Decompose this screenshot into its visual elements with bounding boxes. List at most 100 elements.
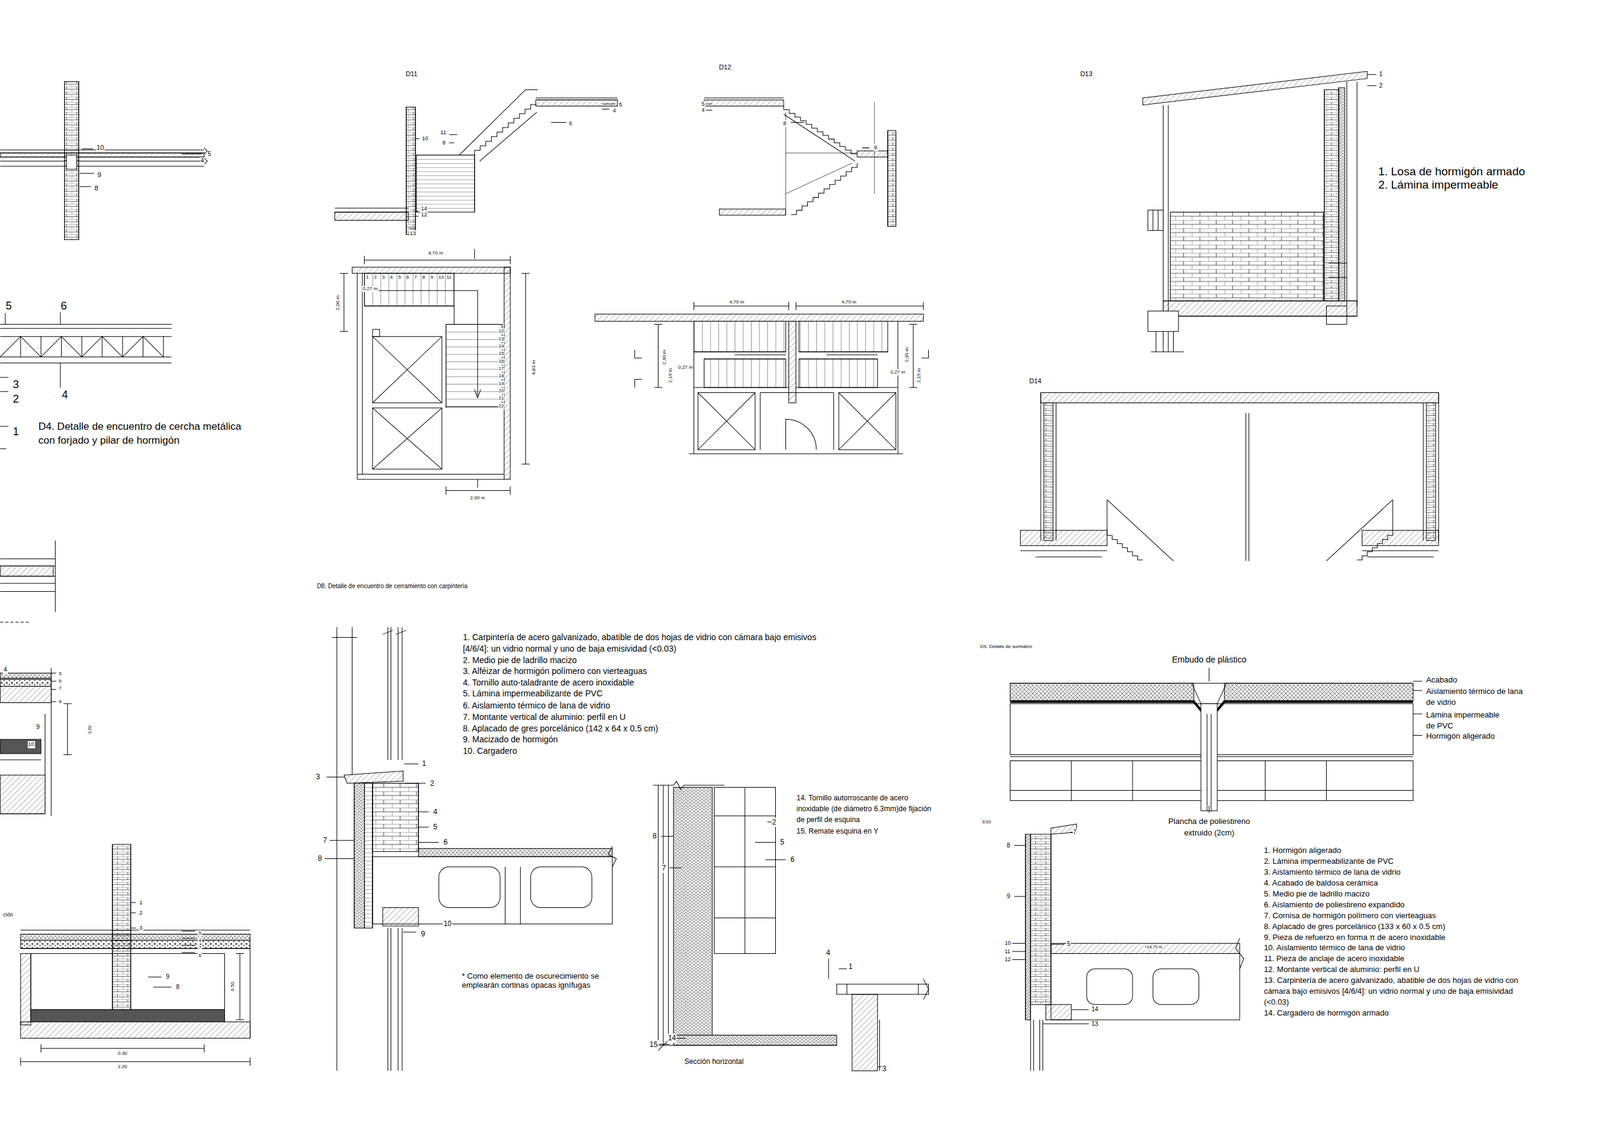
- drawing-line: [0, 71, 1439, 1071]
- callout-number: 10: [96, 143, 105, 153]
- step-number: 17: [498, 365, 505, 372]
- dimension: 0,27 m: [362, 286, 378, 293]
- section-d14: [1107, 500, 1393, 562]
- foundation-detail: [20, 1021, 251, 1039]
- legend-text: 1. Losa de hormigón armado: [1377, 164, 1526, 179]
- material-label: Aislamiento térmico de lana de vidrio: [1425, 686, 1527, 709]
- stair-plan-left: [372, 336, 443, 404]
- callout-number: 14: [667, 1034, 677, 1044]
- legend-text: 2. Lámina impermeabilizante de PVC: [1263, 856, 1395, 868]
- wall-section-d13: [1170, 212, 1324, 302]
- stair-plan-left: [377, 290, 481, 398]
- callout-number: 2: [1378, 82, 1384, 91]
- callout-number: 5: [207, 150, 213, 159]
- stair-section-d11: [535, 99, 618, 106]
- window-wall-section-d8: [387, 627, 403, 761]
- window-wall-section-d8: [504, 846, 617, 924]
- legend-text: 5. Medio pie de ladrillo macizo: [1263, 888, 1371, 900]
- note-text: * Como elemento de oscurecimiento se emp…: [461, 971, 623, 990]
- d4-joint-section: [0, 152, 204, 158]
- d4-joint-section: [0, 81, 207, 241]
- step-number: 18: [498, 373, 505, 380]
- section-d14: [1426, 402, 1436, 541]
- stair-plan-left: [339, 255, 530, 495]
- stair-plan-middle: [838, 393, 896, 450]
- dimension: 0,27 m: [890, 369, 906, 376]
- partial-slab-detail: [0, 622, 31, 623]
- stair-plan-middle: [595, 314, 924, 322]
- dimension: 0,27 m: [677, 364, 694, 371]
- stair-plan-left: [446, 324, 503, 407]
- wall-section-d13: [1163, 301, 1358, 317]
- callout-number: 4: [61, 388, 69, 403]
- callout-number: 8: [317, 854, 323, 864]
- foundation-detail: [20, 844, 251, 1067]
- legend-text: 1. Carpintería de acero galvanizado, aba…: [461, 631, 839, 655]
- foundation-detail: [30, 953, 225, 1010]
- window-wall-section-d8: [530, 867, 592, 908]
- callout-number: 9: [873, 144, 879, 152]
- callout-number: 2: [12, 392, 20, 407]
- callout-number: 1: [139, 899, 144, 907]
- window-wall-section-d8: [324, 764, 440, 933]
- cornice-detail-d10: [1030, 834, 1051, 1005]
- d4-joint-section: [79, 148, 208, 187]
- callout-number: 5: [4, 299, 13, 314]
- cornice-detail-d10: [1046, 1004, 1072, 1021]
- stair-plan-left: [357, 273, 505, 480]
- stair-section-d11: [459, 89, 539, 155]
- callout-number: 8: [93, 184, 99, 193]
- stair-section-d12: [703, 97, 896, 227]
- foundation-detail: [20, 940, 251, 949]
- callout-number: 10: [27, 741, 36, 748]
- stair-section-d11: [416, 112, 537, 213]
- dimension: 2,15 m: [667, 367, 674, 384]
- d4-truss: [0, 336, 164, 358]
- stair-section-d12: [887, 130, 896, 227]
- callout-number: 9: [165, 973, 170, 982]
- callout-number: 13: [1090, 1020, 1099, 1029]
- dimension: 4,70 m: [427, 250, 444, 257]
- callout-number: 10: [442, 919, 452, 929]
- partial-slab-detail: [0, 565, 54, 577]
- cornice-detail-d10: [1012, 832, 1090, 1025]
- callout-number: 12: [1004, 956, 1012, 964]
- material-label: Plancha de poliestireno extruido (2cm): [1154, 815, 1265, 839]
- callout-number: 4: [700, 107, 706, 114]
- step-number: 2: [373, 274, 377, 281]
- horizontal-section: [836, 984, 929, 995]
- stair-section-d12: [790, 163, 857, 215]
- stair-plan-middle: [688, 321, 903, 454]
- stair-plan-left: [372, 329, 380, 337]
- stair-plan-middle: [697, 393, 755, 450]
- cornice-detail-d10: [1030, 1020, 1043, 1071]
- legend-text: 10. Cargadero: [461, 745, 518, 758]
- drain-detail-d9: [1010, 683, 1414, 704]
- window-wall-section-d8: [324, 627, 617, 1072]
- material-label: Embudo de plástico: [1171, 654, 1247, 666]
- step-number: 6: [405, 274, 410, 281]
- stair-section-d11: [334, 212, 409, 221]
- window-wall-section-d8: [364, 783, 373, 929]
- step-number: 16: [498, 358, 505, 365]
- dimension: 1.20: [117, 1064, 129, 1071]
- dimension: 2,00 m: [469, 495, 486, 502]
- step-number: 8: [421, 274, 426, 281]
- callout-number: 13: [409, 230, 417, 238]
- callout-number: 9: [35, 723, 41, 732]
- wall-section-d13: [1150, 331, 1184, 352]
- callout-number: 4: [432, 807, 439, 817]
- callout-number: 10: [1004, 940, 1012, 947]
- callout-number: 1: [1378, 70, 1384, 79]
- window-wall-section-d8: [354, 783, 419, 929]
- legend-text: 3. Aislamiento térmico de lana de vidrio: [1263, 867, 1402, 879]
- step-number: 12: [498, 328, 505, 335]
- callout-number: 5: [58, 671, 62, 678]
- legend-text: 14. Cargadero de hormigón armado: [1263, 1008, 1390, 1019]
- window-wall-section-d8: [354, 783, 365, 929]
- partial-foundation-detail: [0, 668, 72, 817]
- dimension: 4,70 m: [841, 299, 857, 306]
- stair-section-d11: [409, 104, 616, 229]
- wall-section-d13: [1147, 210, 1163, 231]
- foundation-detail: [20, 953, 251, 1067]
